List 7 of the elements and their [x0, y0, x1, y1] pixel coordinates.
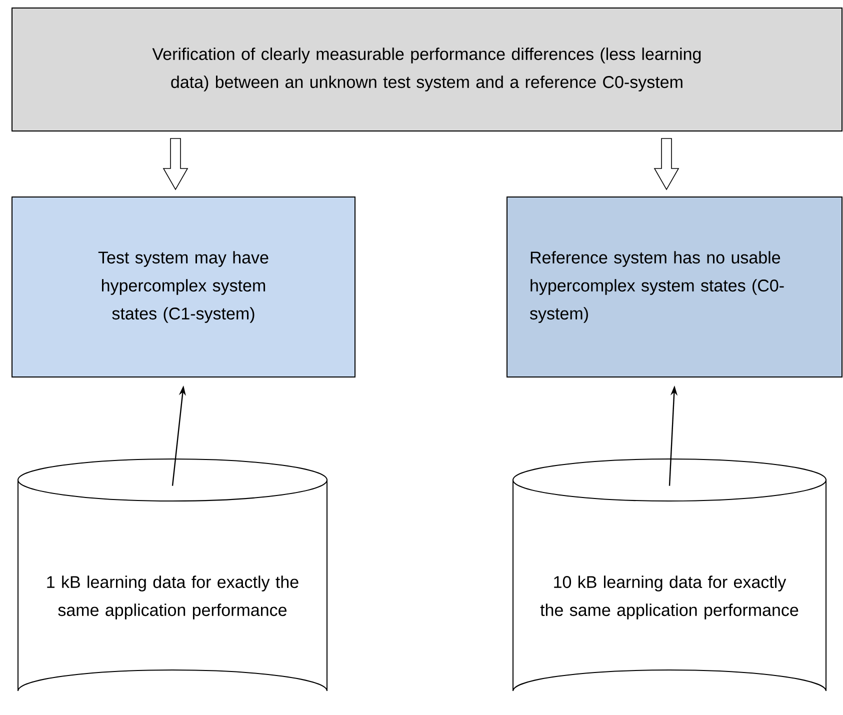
process-box: Test system may have hypercomplex system states (C1-system) [12, 196, 356, 378]
arrow [654, 138, 680, 190]
process-box: Reference system has no usable hypercomplex system states (C0-system) [506, 196, 842, 378]
data-cylinder: 1 kB learning data for exactly the same application performance [18, 458, 328, 692]
title-box: Verification of clearly measurable performance differences (less learning data) between an unknown test system and a reference C0-system [12, 8, 842, 132]
arrow [162, 138, 188, 190]
data-cylinder: 10 kB learning data for exactly the same application performance [512, 458, 826, 692]
